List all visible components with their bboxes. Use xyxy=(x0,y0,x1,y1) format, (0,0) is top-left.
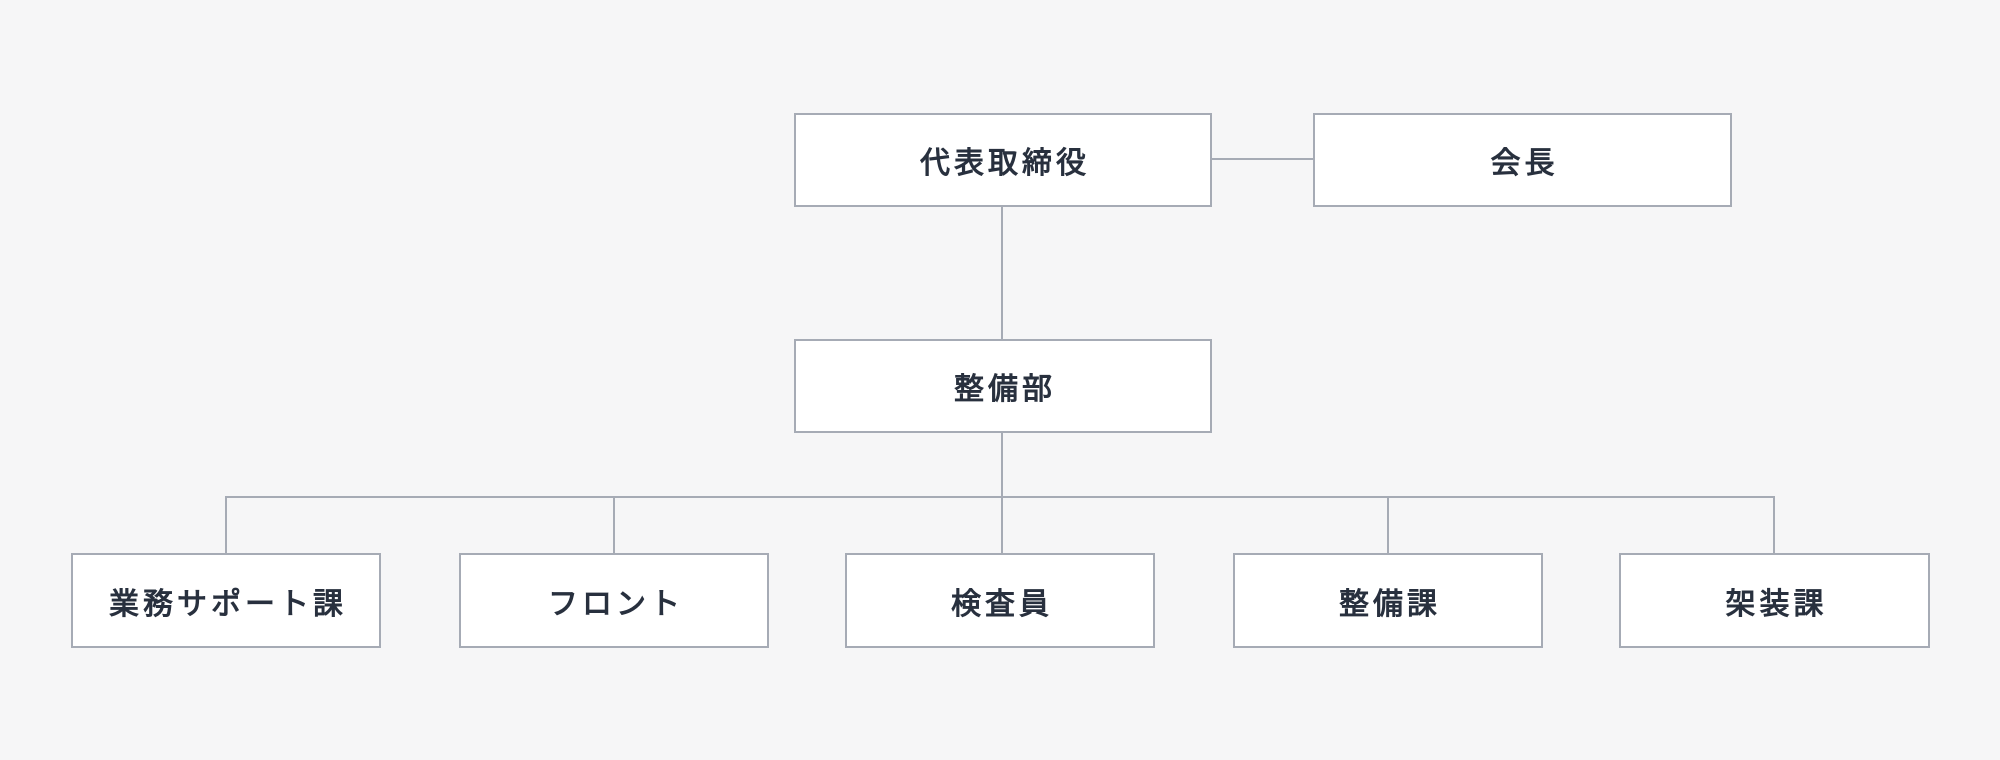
org-node-maintenance-section: 整備課 xyxy=(1233,553,1543,648)
org-node-label: フロント xyxy=(548,587,684,621)
org-node-label: 代表取締役 xyxy=(920,147,1090,180)
connector-drop-business-support xyxy=(225,496,227,555)
connector-drop-maintenance-section xyxy=(1387,496,1389,555)
org-node-maintenance-dept: 整備部 xyxy=(794,339,1212,433)
org-node-label: 整備部 xyxy=(954,373,1056,406)
org-node-body-mounting-section: 架装課 xyxy=(1619,553,1930,648)
connector-ceo-chairman xyxy=(1212,158,1313,160)
connector-drop-body-mounting xyxy=(1773,496,1775,555)
org-node-inspector: 検査員 xyxy=(845,553,1155,648)
org-node-label: 業務サポート課 xyxy=(109,587,347,621)
connector-branch-bus xyxy=(225,496,1775,498)
org-node-label: 架装課 xyxy=(1725,587,1828,621)
org-node-label: 整備課 xyxy=(1339,587,1441,621)
connector-maintenance-dept-stem xyxy=(1001,433,1003,555)
org-node-chairman: 会長 xyxy=(1313,113,1732,207)
connector-drop-front xyxy=(613,496,615,555)
org-node-ceo: 代表取締役 xyxy=(794,113,1212,207)
connector-ceo-maintenance-dept xyxy=(1001,207,1003,339)
org-node-label: 検査員 xyxy=(951,587,1053,621)
org-node-business-support-section: 業務サポート課 xyxy=(71,553,381,648)
org-node-label: 会長 xyxy=(1490,147,1559,180)
org-node-front: フロント xyxy=(459,553,769,648)
